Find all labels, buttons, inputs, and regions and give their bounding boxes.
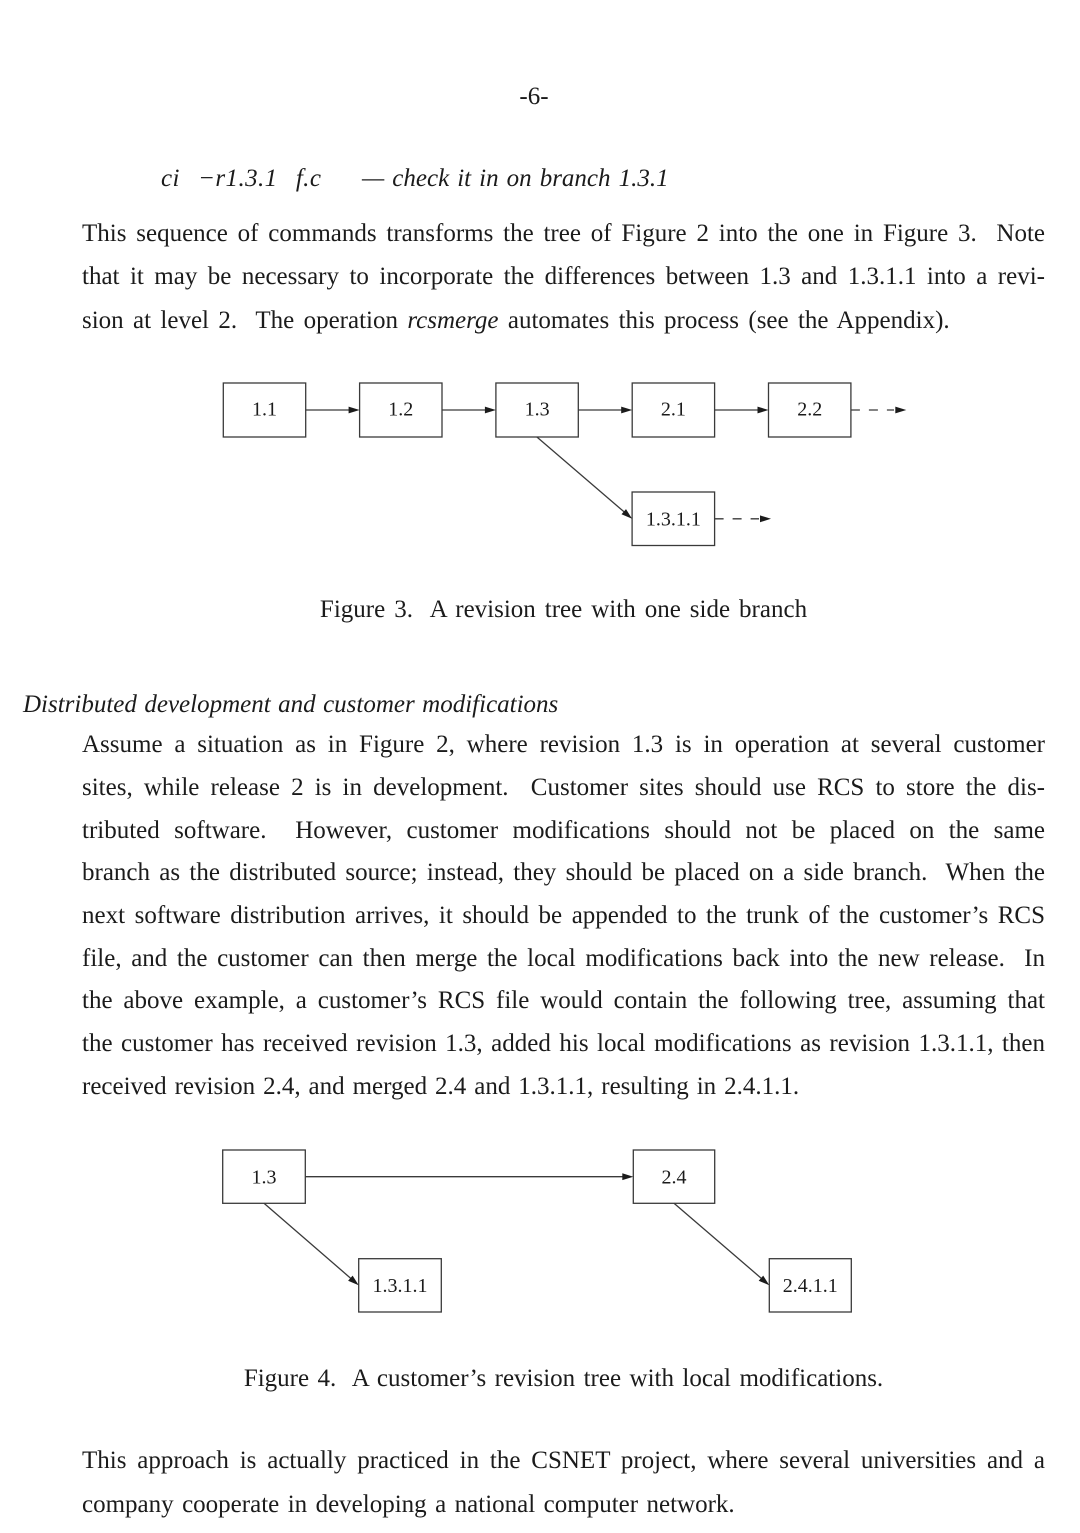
svg-text:2.2: 2.2 bbox=[797, 399, 822, 421]
svg-text:2.1: 2.1 bbox=[661, 399, 686, 421]
svg-text:1.2: 1.2 bbox=[388, 399, 413, 421]
svg-text:1.3: 1.3 bbox=[252, 1166, 277, 1188]
svg-text:1.3.1.1: 1.3.1.1 bbox=[646, 509, 701, 531]
svg-text:2.4.1.1: 2.4.1.1 bbox=[783, 1275, 838, 1297]
svg-text:2.4: 2.4 bbox=[662, 1166, 687, 1188]
svg-text:1.3: 1.3 bbox=[525, 399, 550, 421]
svg-text:1.1: 1.1 bbox=[252, 399, 277, 421]
svg-text:1.3.1.1: 1.3.1.1 bbox=[373, 1275, 428, 1297]
